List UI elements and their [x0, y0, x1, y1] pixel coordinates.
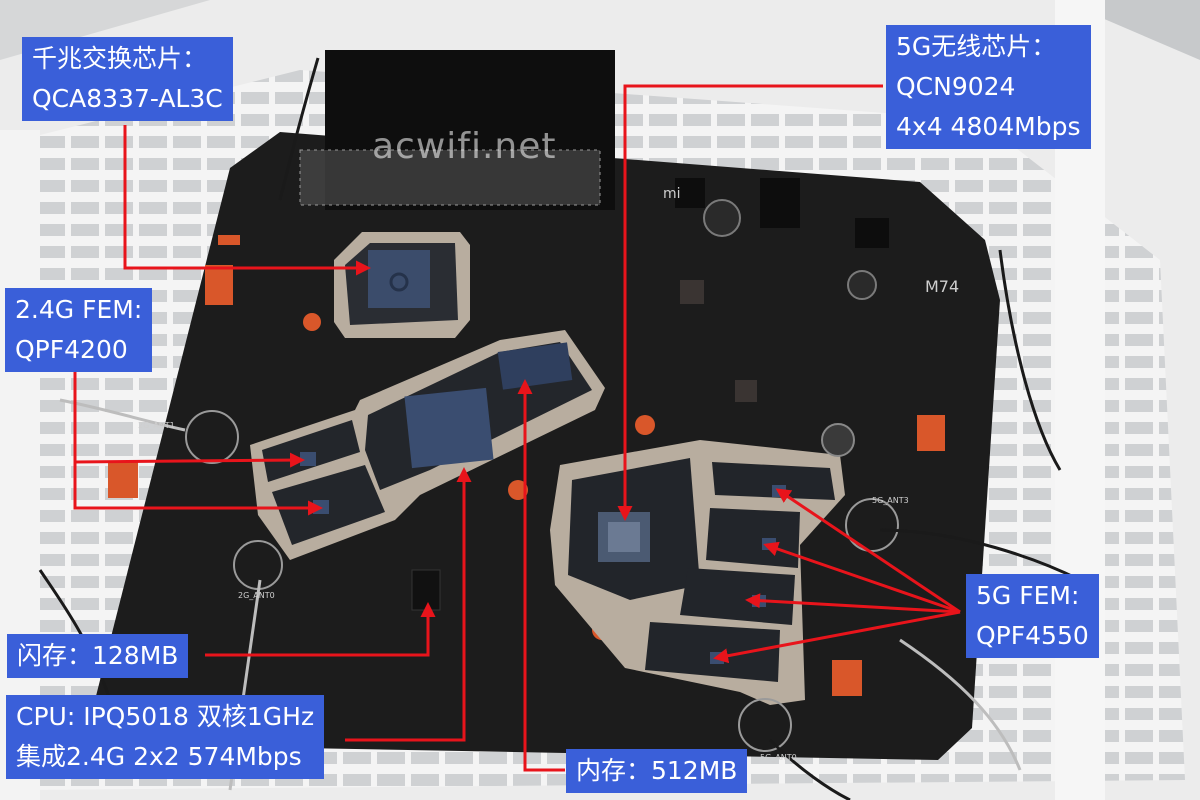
arrow-fem24-2: [73, 462, 323, 516]
arrow-wifi5g: [617, 84, 883, 521]
flash-chip: [411, 569, 441, 611]
fem24-chip-1: [300, 452, 316, 466]
silk-5g-ant0: 5G_ANT0: [760, 753, 797, 762]
arrow-fem5g-4: [713, 610, 961, 664]
label-flash: 闪存：128MB: [7, 634, 189, 678]
housing-wall-left: [0, 130, 40, 800]
antenna-cables: [38, 57, 1081, 800]
label-fem-5g-model: QPF4550: [976, 621, 1089, 650]
label-fem-24g-title: 2.4G FEM:: [15, 295, 143, 324]
label-wifi5g-chip-spec: 4x4 4804Mbps: [896, 112, 1081, 141]
label-cpu-spec: 集成2.4G 2x2 574Mbps: [16, 742, 302, 771]
label-switch-chip: 千兆交换芯片： QCA8337-AL3C: [22, 37, 233, 121]
board-model-text: M74: [925, 277, 959, 296]
label-ram-text: 内存：512MB: [576, 756, 738, 785]
label-wifi5g-chip: 5G无线芯片： QCN9024 4x4 4804Mbps: [886, 25, 1091, 149]
callout-arrows: [73, 84, 961, 772]
label-switch-chip-title: 千兆交换芯片：: [32, 44, 208, 73]
label-fem-5g: 5G FEM: QPF4550: [966, 574, 1099, 658]
fem24-cavity-top: [262, 420, 360, 482]
mounting-pads: [108, 235, 945, 696]
switch-chip: [368, 250, 430, 308]
label-wifi5g-chip-title: 5G无线芯片：: [896, 32, 1057, 61]
power-components: [675, 178, 889, 457]
silk-5g-ant3: 5G_ANT3: [872, 496, 909, 505]
wifi5g-chip-die: [608, 522, 640, 552]
silk-2g-ant1: 2G_ANT1: [138, 421, 175, 430]
arrow-cpu: [345, 467, 472, 742]
label-wifi5g-chip-model: QCN9024: [896, 72, 1016, 101]
label-fem-24g-model: QPF4200: [15, 335, 128, 364]
arrow-switch: [123, 125, 371, 276]
ram-chip: [497, 342, 573, 390]
fem5g-cavity-1: [712, 462, 835, 500]
label-fem-24g: 2.4G FEM: QPF4200: [5, 288, 153, 372]
connector-pins: [299, 149, 601, 206]
switch-chip-mark: [389, 272, 409, 292]
board-logo-text: mi: [663, 186, 681, 202]
label-cpu-model: CPU: IPQ5018 双核1GHz: [16, 702, 315, 731]
arrow-ram: [517, 379, 565, 772]
label-switch-chip-model: QCA8337-AL3C: [32, 84, 223, 113]
label-fem-5g-title: 5G FEM:: [976, 581, 1080, 610]
label-ram: 内存：512MB: [566, 749, 748, 793]
arrow-fem5g-3: [745, 593, 961, 614]
arrow-fem5g-2: [763, 541, 961, 614]
fem5g-cavity-3: [680, 568, 795, 625]
fem5g-cavity-2: [706, 508, 800, 568]
arrow-flash: [205, 602, 436, 657]
cpu-chip: [404, 387, 494, 469]
label-cpu: CPU: IPQ5018 双核1GHz 集成2.4G 2x2 574Mbps: [6, 695, 325, 779]
silk-2g-ant0: 2G_ANT0: [238, 591, 275, 600]
arrow-fem5g-1: [775, 488, 961, 614]
label-flash-text: 闪存：128MB: [17, 641, 179, 670]
watermark: acwifi.net: [372, 126, 557, 167]
